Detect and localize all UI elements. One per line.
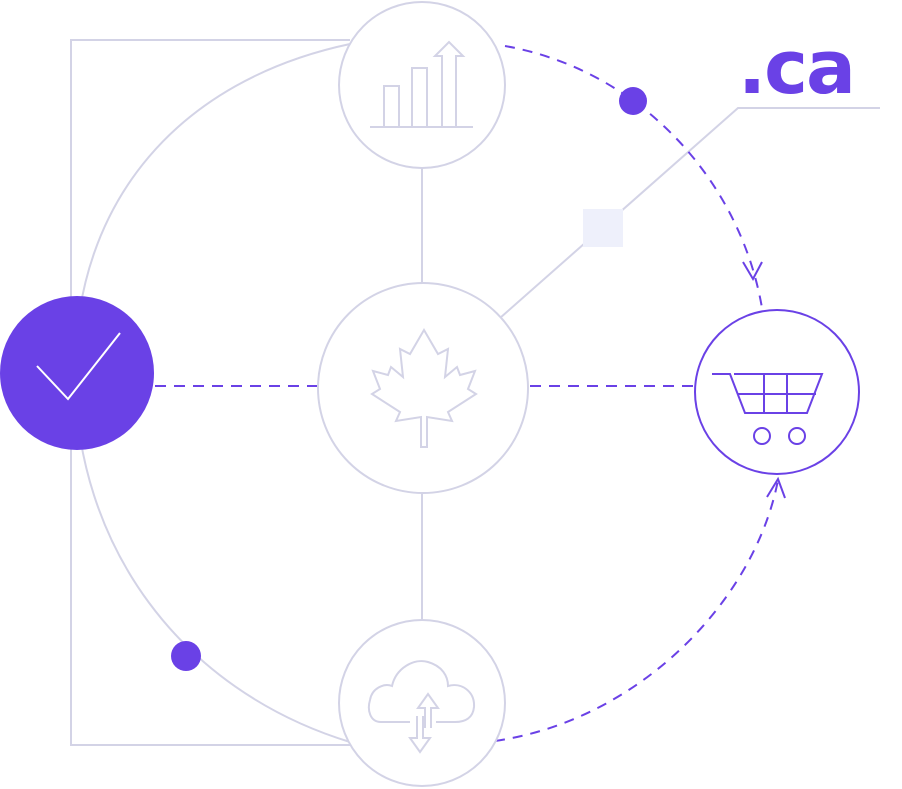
- accent-dot-bottom: [171, 641, 201, 671]
- arrowhead-up-icon: [766, 476, 786, 499]
- cloud-upload-download-icon: [367, 660, 476, 754]
- callout-marker-square: [583, 209, 623, 247]
- node-cloud: [338, 619, 506, 787]
- accent-dot-top: [619, 87, 647, 115]
- dashed-bottom-curve: [494, 479, 779, 742]
- domain-label: .ca: [738, 25, 854, 111]
- checkmark-icon: [36, 332, 121, 401]
- maple-leaf-icon: [370, 328, 478, 448]
- node-canada: [317, 282, 529, 494]
- arrowhead-down-icon: [742, 261, 763, 282]
- shopping-cart-icon: [712, 373, 824, 445]
- bar-chart-growth-icon: [370, 40, 473, 128]
- domain-callout-line: [499, 107, 880, 319]
- dashed-top-curve: [504, 45, 763, 309]
- node-cart: [694, 309, 860, 475]
- node-analytics: [338, 1, 506, 169]
- node-check: [0, 296, 154, 450]
